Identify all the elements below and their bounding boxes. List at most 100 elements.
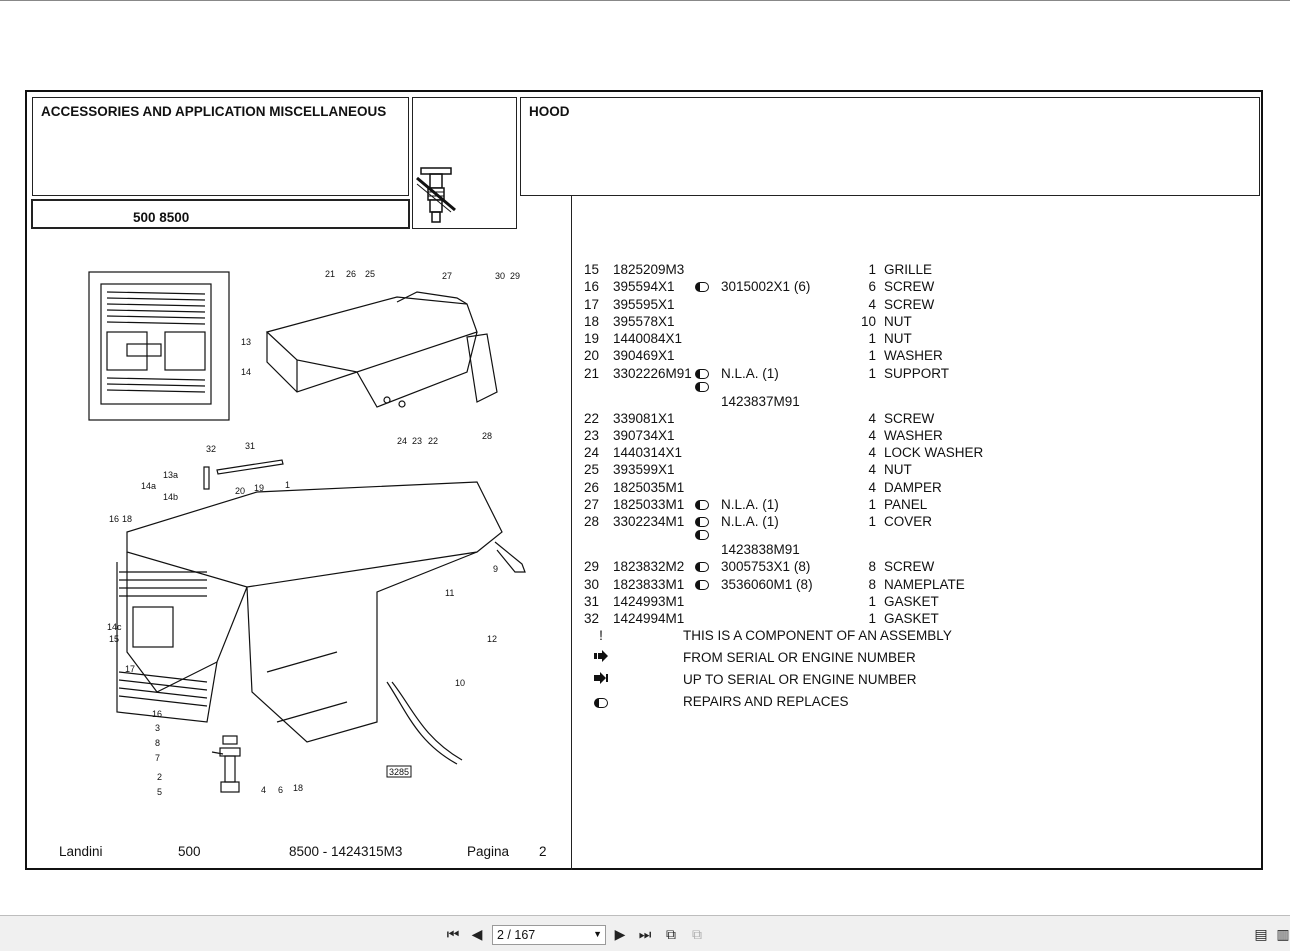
footer-page-label: Pagina — [467, 844, 510, 859]
replacement: 1423838M91 — [721, 542, 800, 557]
svg-text:18: 18 — [122, 514, 132, 524]
quantity: 1 — [868, 611, 876, 626]
part-number: 395578X1 — [613, 314, 675, 329]
part-number: 1823832M2 — [613, 559, 685, 574]
svg-text:5: 5 — [157, 787, 162, 797]
part-ref-number: 18 — [584, 314, 600, 329]
next-page-icon[interactable]: ▶ — [614, 926, 626, 942]
replacement: 1423837M91 — [721, 394, 800, 409]
footer-series: 500 — [178, 844, 201, 859]
svg-text:14: 14 — [241, 367, 251, 377]
svg-text:16: 16 — [109, 514, 119, 524]
description: WASHER — [884, 348, 943, 363]
svg-text:14c: 14c — [107, 622, 122, 632]
part-ref-number: 17 — [584, 297, 600, 312]
quantity: 4 — [868, 445, 876, 460]
part-ref-number: 32 — [584, 611, 600, 626]
replacement: N.L.A. (1) — [721, 366, 779, 381]
viewer-toolbar: ⏮ ◀ 2 / 167 ▼ ▶ ⏭ ⧉ ⧉ ▤ ▥ — [0, 915, 1290, 951]
description: NUT — [884, 331, 912, 346]
quantity: 6 — [868, 279, 876, 294]
description: LOCK WASHER — [884, 445, 984, 460]
part-number: 395595X1 — [613, 297, 675, 312]
svg-text:2: 2 — [157, 772, 162, 782]
icon-box — [412, 97, 517, 229]
svg-text:3: 3 — [155, 723, 160, 733]
go-forward-view-icon[interactable]: ⧉ — [692, 926, 702, 942]
svg-text:14a: 14a — [141, 481, 156, 491]
quantity: 1 — [868, 594, 876, 609]
footer-page-number: 2 — [539, 844, 547, 859]
quantity: 1 — [868, 497, 876, 512]
replacement: 3536060M1 (8) — [721, 577, 813, 592]
svg-text:7: 7 — [155, 753, 160, 763]
model-box: 500 8500 — [31, 199, 410, 229]
description: NUT — [884, 462, 912, 477]
part-number: 3302234M1 — [613, 514, 685, 529]
last-page-icon[interactable]: ⏭ — [638, 926, 652, 942]
part-ref-number: 24 — [584, 445, 600, 460]
hood-damper-symbol-icon — [416, 167, 456, 223]
quantity: 1 — [868, 514, 876, 529]
go-back-view-icon[interactable]: ⧉ — [666, 926, 676, 942]
legend-text: FROM SERIAL OR ENGINE NUMBER — [683, 650, 916, 665]
grille-slats — [106, 291, 206, 393]
part-ref-number: 25 — [584, 462, 600, 477]
description: NUT — [884, 314, 912, 329]
quantity: 4 — [868, 480, 876, 495]
svg-text:10: 10 — [455, 678, 465, 688]
group-title-box: HOOD — [520, 97, 1260, 196]
previous-page-icon[interactable]: ◀ — [471, 926, 483, 942]
column-divider — [571, 196, 572, 870]
svg-text:1: 1 — [285, 480, 290, 490]
part-number: 3302226M91 — [613, 366, 692, 381]
single-page-view-icon[interactable]: ▤ — [1254, 926, 1268, 942]
svg-text:22: 22 — [428, 436, 438, 446]
quantity: 1 — [868, 366, 876, 381]
page-indicator: 2 / 167 — [497, 928, 536, 942]
part-number: 1823833M1 — [613, 577, 685, 592]
part-ref-number: 23 — [584, 428, 600, 443]
svg-text:18: 18 — [293, 783, 303, 793]
svg-text:11: 11 — [445, 588, 454, 598]
part-ref-number: 29 — [584, 559, 600, 574]
svg-text:28: 28 — [482, 431, 492, 441]
legend-text: REPAIRS AND REPLACES — [683, 694, 849, 709]
svg-text:25: 25 — [365, 269, 375, 279]
up-to-serial-arrow-icon — [587, 672, 615, 687]
svg-text:13: 13 — [241, 337, 251, 347]
description: COVER — [884, 514, 933, 529]
figure-number: 3285 — [389, 767, 409, 777]
quantity: 10 — [860, 314, 876, 329]
description: DAMPER — [884, 480, 942, 495]
part-ref-number: 19 — [584, 331, 600, 346]
part-ref-number: 27 — [584, 497, 600, 512]
part-number: 339081X1 — [613, 411, 675, 426]
page-selector[interactable]: 2 / 167 ▼ — [492, 925, 606, 945]
group-title: HOOD — [529, 104, 570, 119]
replacement: N.L.A. (1) — [721, 514, 779, 529]
svg-text:13a: 13a — [163, 470, 178, 480]
description: SCREW — [884, 411, 935, 426]
first-page-icon[interactable]: ⏮ — [446, 926, 460, 942]
svg-text:24: 24 — [397, 436, 407, 446]
description: SUPPORT — [884, 366, 950, 381]
description: SCREW — [884, 297, 935, 312]
part-number: 1440314X1 — [613, 445, 683, 460]
replacement: 3005753X1 (8) — [721, 559, 811, 574]
description: GASKET — [884, 594, 939, 609]
window-top-border — [0, 0, 1290, 1]
part-ref-number: 21 — [584, 366, 600, 381]
description: WASHER — [884, 428, 943, 443]
quantity: 1 — [868, 262, 876, 277]
parts-catalog-sheet: ACCESSORIES AND APPLICATION MISCELLANEOU… — [25, 90, 1263, 870]
svg-text:20: 20 — [235, 486, 245, 496]
svg-text:15: 15 — [109, 634, 119, 644]
quantity: 8 — [868, 559, 876, 574]
part-ref-number: 26 — [584, 480, 600, 495]
continuous-view-icon[interactable]: ▥ — [1276, 926, 1290, 942]
svg-text:32: 32 — [206, 444, 216, 454]
description: GASKET — [884, 611, 939, 626]
svg-text:17: 17 — [125, 664, 135, 674]
